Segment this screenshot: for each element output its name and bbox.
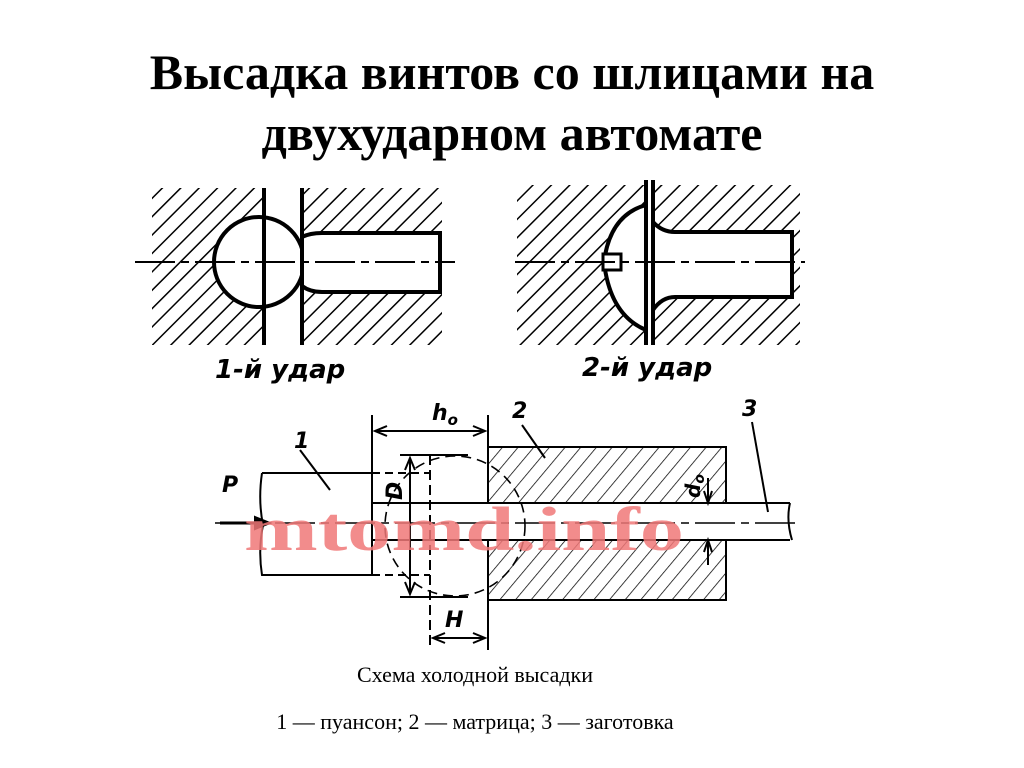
scheme-caption: Схема холодной высадки — [356, 662, 593, 687]
label-2: 2 — [512, 399, 527, 424]
label-h0: ho — [432, 401, 458, 429]
strike1-diagram — [135, 188, 455, 345]
label-d0: do — [681, 474, 708, 498]
watermark: mtomd.info — [244, 496, 684, 564]
label-H: H — [445, 608, 463, 633]
cold-heading-scheme — [215, 415, 800, 650]
scheme-legend: 1 — пуансон; 2 — матрица; 3 — заготовка — [276, 709, 674, 734]
strike2-label: 2-й удар — [582, 353, 712, 383]
slide-title-line1: Высадка винтов со шлицами на — [149, 44, 875, 100]
slide-title-line2: двухударном автомате — [261, 105, 763, 161]
strike2-diagram — [515, 180, 805, 345]
label-P: P — [222, 473, 238, 498]
label-3: 3 — [742, 397, 757, 422]
label-1: 1 — [294, 429, 309, 454]
label-D: D — [383, 482, 408, 500]
strike1-label: 1-й удар — [215, 355, 345, 385]
